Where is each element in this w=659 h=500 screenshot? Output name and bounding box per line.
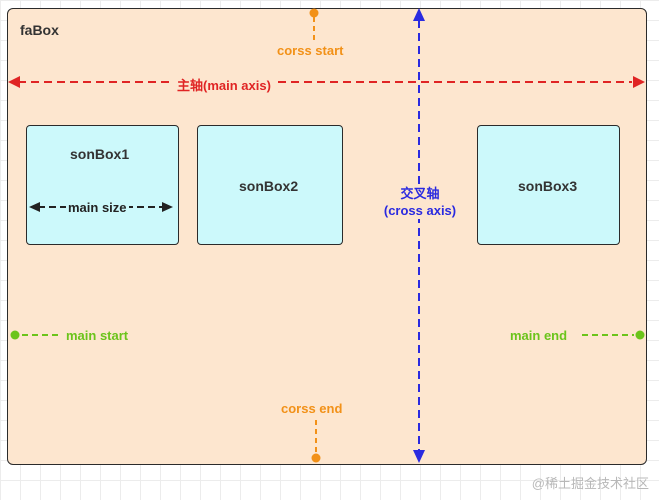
cross-axis-label: 交叉轴 (cross axis) <box>376 185 464 219</box>
main-axis-label: 主轴(main axis) <box>174 75 274 94</box>
main-size-label: main size <box>66 200 129 215</box>
cross-axis-arrow-bottom <box>413 450 425 463</box>
main-end-dot <box>635 330 645 340</box>
cross-axis-arrow-top <box>413 8 425 21</box>
main-axis-arrow-right <box>633 76 645 88</box>
main-size-arrow-left <box>29 202 40 212</box>
main-start-label: main start <box>66 328 129 343</box>
cross-start-dot <box>309 8 319 18</box>
watermark: @稀土掘金技术社区 <box>531 476 649 491</box>
cross-axis-label-line2: (cross axis) <box>383 203 457 218</box>
main-end-label: main end <box>510 328 568 343</box>
sonbox1-label: sonBox1 <box>70 146 130 162</box>
sonbox3-label: sonBox3 <box>518 178 578 194</box>
main-size-arrow-right <box>162 202 173 212</box>
sonbox2 <box>197 125 343 245</box>
main-axis-arrow-left <box>8 76 20 88</box>
sonbox3 <box>477 125 620 245</box>
cross-end-dot <box>311 453 321 463</box>
fabox-label: faBox <box>20 22 59 38</box>
main-start-dot <box>10 330 20 340</box>
cross-axis-label-line1: 交叉轴 <box>400 186 440 201</box>
sonbox2-label: sonBox2 <box>239 178 299 194</box>
cross-start-label: corss start <box>277 43 344 58</box>
sonbox1 <box>26 125 179 245</box>
cross-end-label: corss end <box>281 401 343 416</box>
